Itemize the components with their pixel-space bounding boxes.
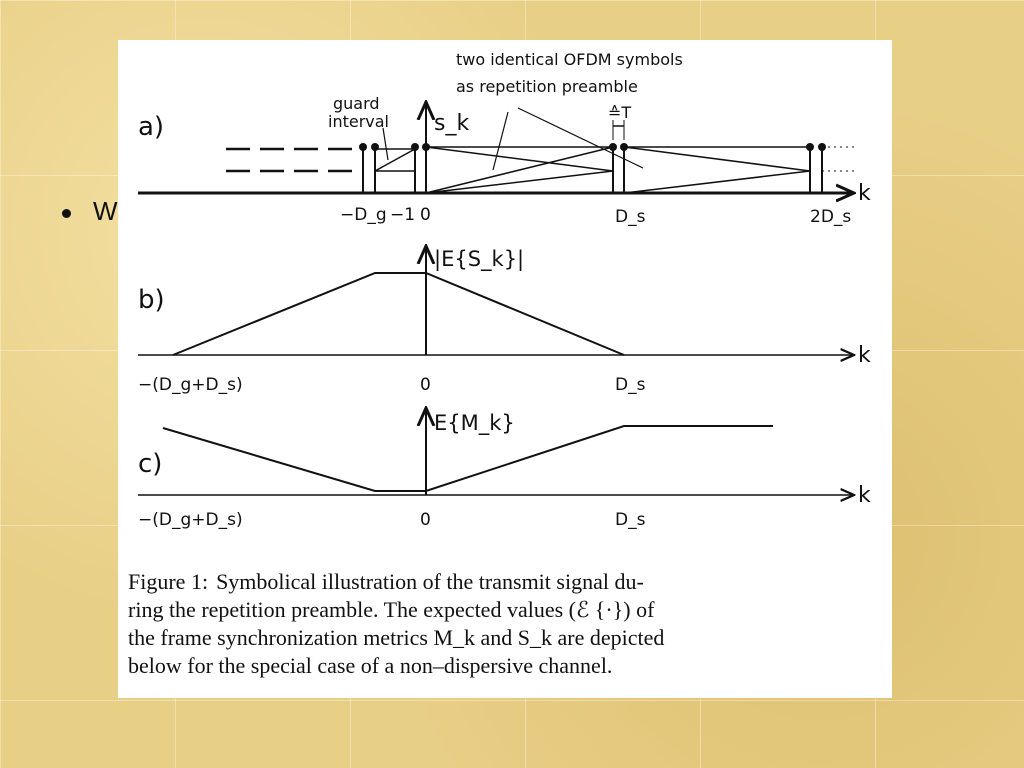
annotation-hat-t: ≙T [608,103,631,122]
tick-a-2ds: 2D_s [810,207,851,227]
annotation-guard-2: interval [328,112,389,131]
bullet-text: W [93,196,118,226]
tick-b-neg: −(D_g+D_s) [138,375,243,395]
panel-a-axis-label: s_k [434,111,469,136]
tick-b-zero: 0 [420,375,431,395]
caption-line-3: the frame synchronization metrics M_k an… [128,625,665,650]
slide-bullet: W [62,196,118,227]
panel-b-axis-label: |E{S_k}| [434,247,524,272]
figure-caption: Figure 1:Symbolical illustration of the … [128,568,888,680]
annotation-identical-2: as repetition preamble [456,77,638,96]
tick-a-neg-1: −1 [390,205,415,225]
caption-line-4: below for the special case of a non–disp… [128,653,613,678]
annotation-guard-1: guard [333,94,380,113]
caption-number: Figure 1: [128,569,209,594]
tick-a-zero: 0 [420,205,431,225]
tick-b-ds: D_s [615,375,646,395]
panel-a-x-label: k [858,181,871,206]
figure-image: a) k s_k [118,40,892,698]
tick-c-neg: −(D_g+D_s) [138,510,243,530]
caption-line-2: ring the repetition preamble. The expect… [128,597,655,622]
figure-diagram: a) k s_k [138,50,871,530]
caption-line-1: Figure 1:Symbolical illustration of the … [128,569,644,594]
panel-c-curve [162,425,773,492]
panel-b-curve [172,272,625,356]
bullet-dot [62,208,71,218]
tick-a-neg-dg: −D_g [340,205,387,225]
panel-c-label: c) [138,449,162,479]
panel-c-axis-label: E{M_k} [434,411,515,436]
panel-c-x-label: k [858,483,871,508]
tick-a-ds: D_s [615,207,646,227]
annotation-identical-1: two identical OFDM symbols [456,50,683,69]
panel-b-x-label: k [858,343,871,368]
tick-c-ds: D_s [615,510,646,530]
tick-c-zero: 0 [420,510,431,530]
panel-a-label: a) [138,112,164,142]
panel-b-label: b) [138,285,165,315]
